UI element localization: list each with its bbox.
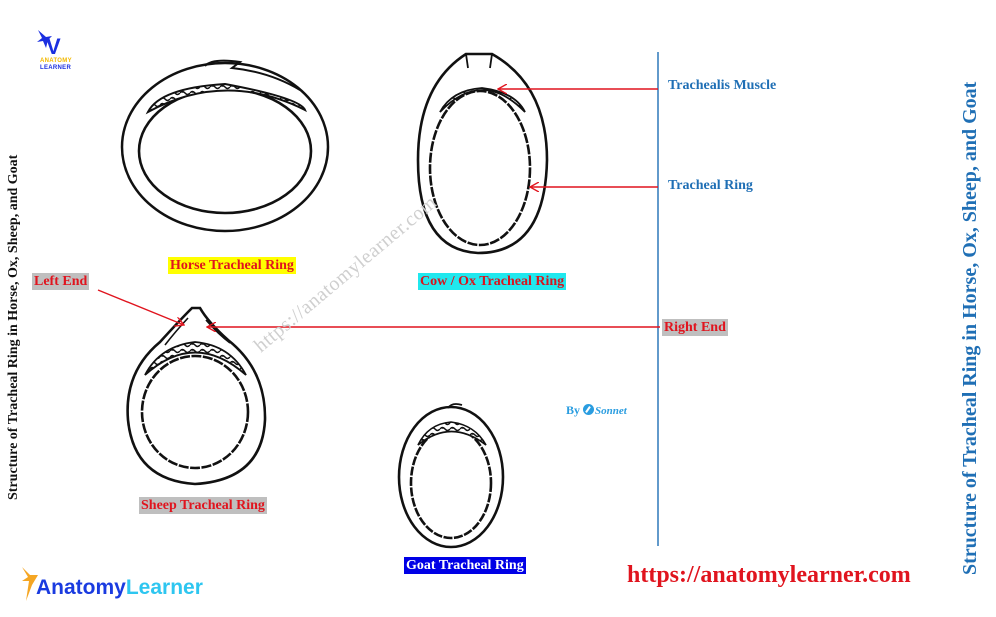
horse-ring-label: Horse Tracheal Ring [168,257,296,274]
byline: By Sonnet [566,403,627,418]
horse-tracheal-ring-drawing [120,59,330,233]
sheep-ring-label: Sheep Tracheal Ring [139,497,267,514]
footer-url-link[interactable]: https://anatomylearner.com [627,562,911,588]
deer-icon [22,567,38,601]
left-end-label: Left End [32,273,90,290]
left-end-arrow [97,289,184,325]
byline-by: By [566,403,581,417]
cow-ox-tracheal-ring-drawing [416,52,549,255]
logo-part2: Learner [125,576,203,599]
right-end-label: Right End [662,319,728,336]
tracheal-ring-label: Tracheal Ring [668,178,753,193]
side-title-right: Structure of Tracheal Ring in Horse, Ox,… [959,81,981,575]
goat-ring-label: Goat Tracheal Ring [404,557,526,574]
logo-letter: V [46,34,61,59]
logo-wordmark: AnatomyLearner [36,576,203,600]
byline-name: Sonnet [595,405,627,417]
deer-icon [37,30,52,48]
anatomy-learner-logo-top: V ANATOMY LEARNER [34,28,74,76]
trachealis-muscle-label: Trachealis Muscle [668,78,777,93]
sheep-tracheal-ring-drawing [126,306,267,486]
side-title-left: Structure of Tracheal Ring in Horse, Ox,… [6,154,21,500]
logo-part1: Anatomy [36,576,126,599]
logo-line1: ANATOMY [40,58,72,64]
logo-line2: LEARNER [40,65,72,71]
cow-ox-ring-label: Cow / Ox Tracheal Ring [418,273,567,290]
anatomy-learner-logo-bottom: AnatomyLearner [16,565,226,605]
sonnet-icon [583,404,595,415]
goat-tracheal-ring-drawing [397,403,505,549]
